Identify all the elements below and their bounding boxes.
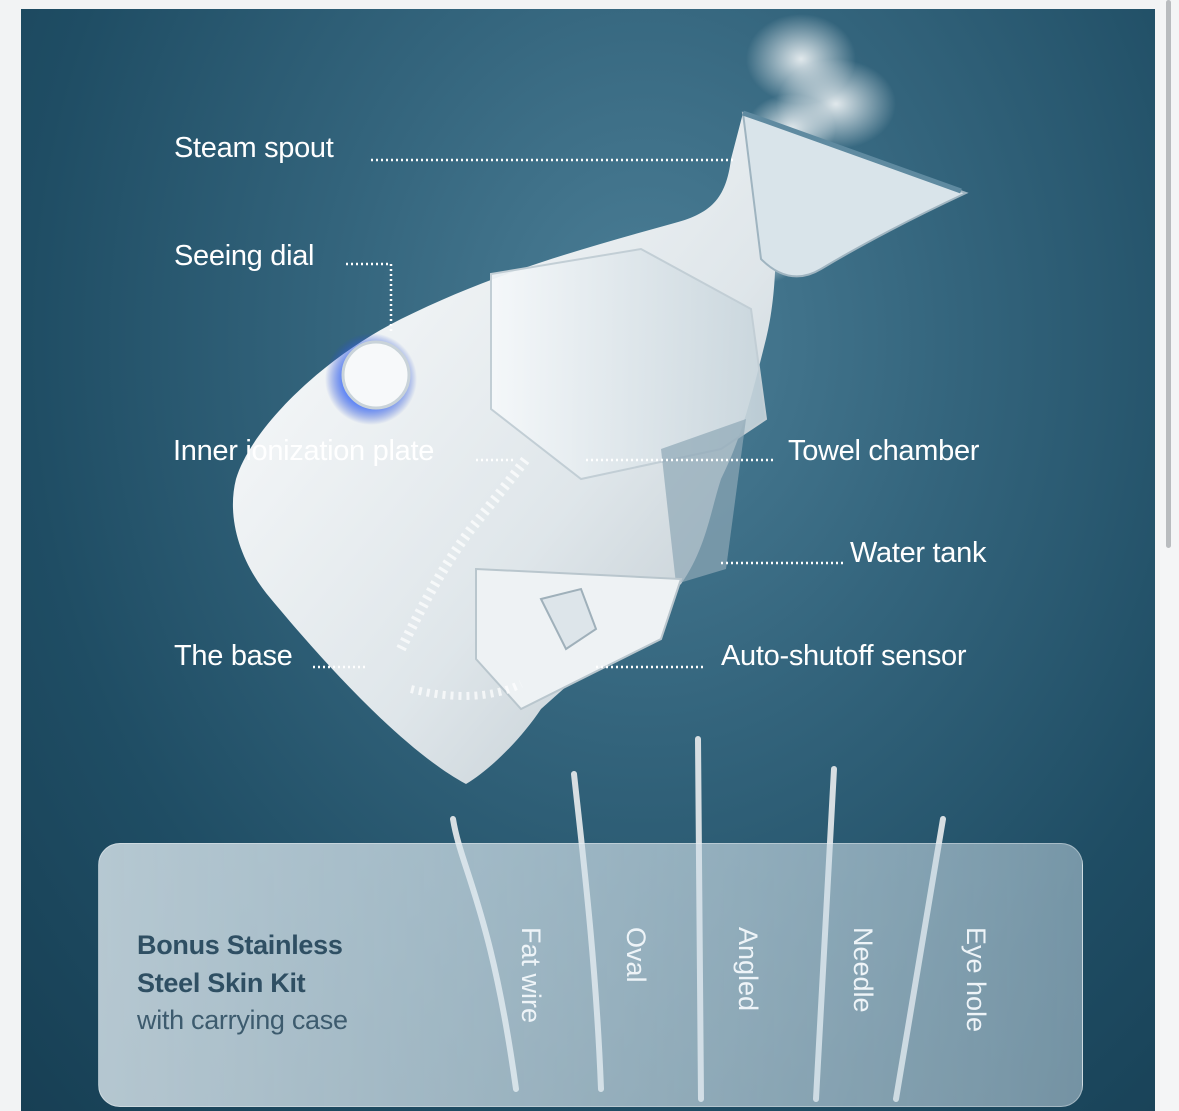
kit-title-line-2: Steel Skin Kit [137,968,306,998]
scrollbar-thumb[interactable] [1166,0,1171,548]
tool-label-fat-wire: Fat wire [516,927,546,1024]
product-image-panel: Steam spout Seeing dial Inner ionization… [21,9,1155,1111]
setting-dial-knob [341,340,411,410]
label-the-base: The base [174,640,293,672]
label-water-tank: Water tank [850,537,987,569]
tool-label-needle: Needle [848,927,878,1013]
steam-spout-nozzle [741,111,969,278]
callout-leader-lines [313,158,843,669]
kit-title-line-1: Bonus Stainless [137,930,343,960]
tool-label-eye-hole: Eye hole [961,927,991,1033]
label-auto-shutoff-sensor: Auto-shutoff sensor [721,640,967,672]
tool-label-oval: Oval [621,927,651,983]
kit-title: Bonus Stainless Steel Skin Kit [137,926,343,1002]
tool-label-angled: Angled [733,927,763,1012]
label-steam-spout: Steam spout [174,132,334,164]
scrollbar-track[interactable] [1160,0,1179,1111]
label-inner-ionization-plate: Inner ionization plate [173,435,435,467]
label-towel-chamber: Towel chamber [788,435,980,467]
label-setting-dial: Seeing dial [174,240,315,272]
kit-subtitle: with carrying case [137,1005,348,1035]
bonus-kit-card [98,843,1083,1107]
